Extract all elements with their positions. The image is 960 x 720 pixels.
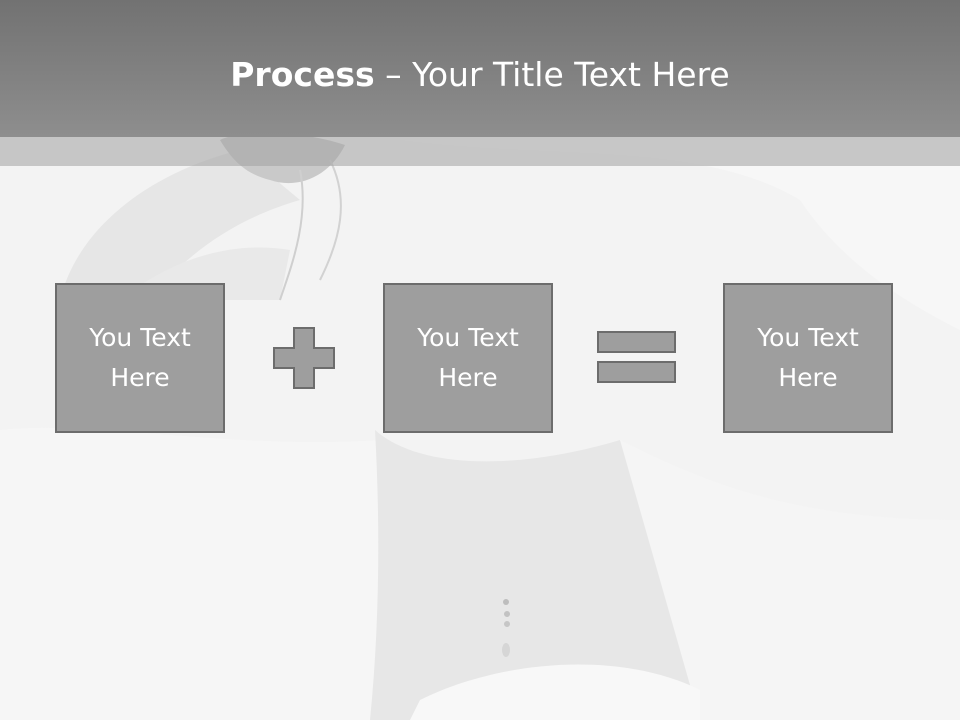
text-box-3[interactable]: You Text Here xyxy=(723,283,893,433)
text-box-3-label: You Text Here xyxy=(757,323,859,392)
title-strip xyxy=(0,137,960,166)
text-box-1[interactable]: You Text Here xyxy=(55,283,225,433)
text-box-2-label: You Text Here xyxy=(417,323,519,392)
title-rest: Your Title Text Here xyxy=(412,55,730,94)
equals-icon xyxy=(597,331,676,383)
plus-icon xyxy=(273,327,335,389)
title-bold: Process xyxy=(230,55,375,94)
title-dash: – xyxy=(374,55,413,94)
text-box-1-label: You Text Here xyxy=(89,323,191,392)
slide-title: Process – Your Title Text Here xyxy=(0,52,960,98)
text-box-2[interactable]: You Text Here xyxy=(383,283,553,433)
title-bar xyxy=(0,0,960,137)
